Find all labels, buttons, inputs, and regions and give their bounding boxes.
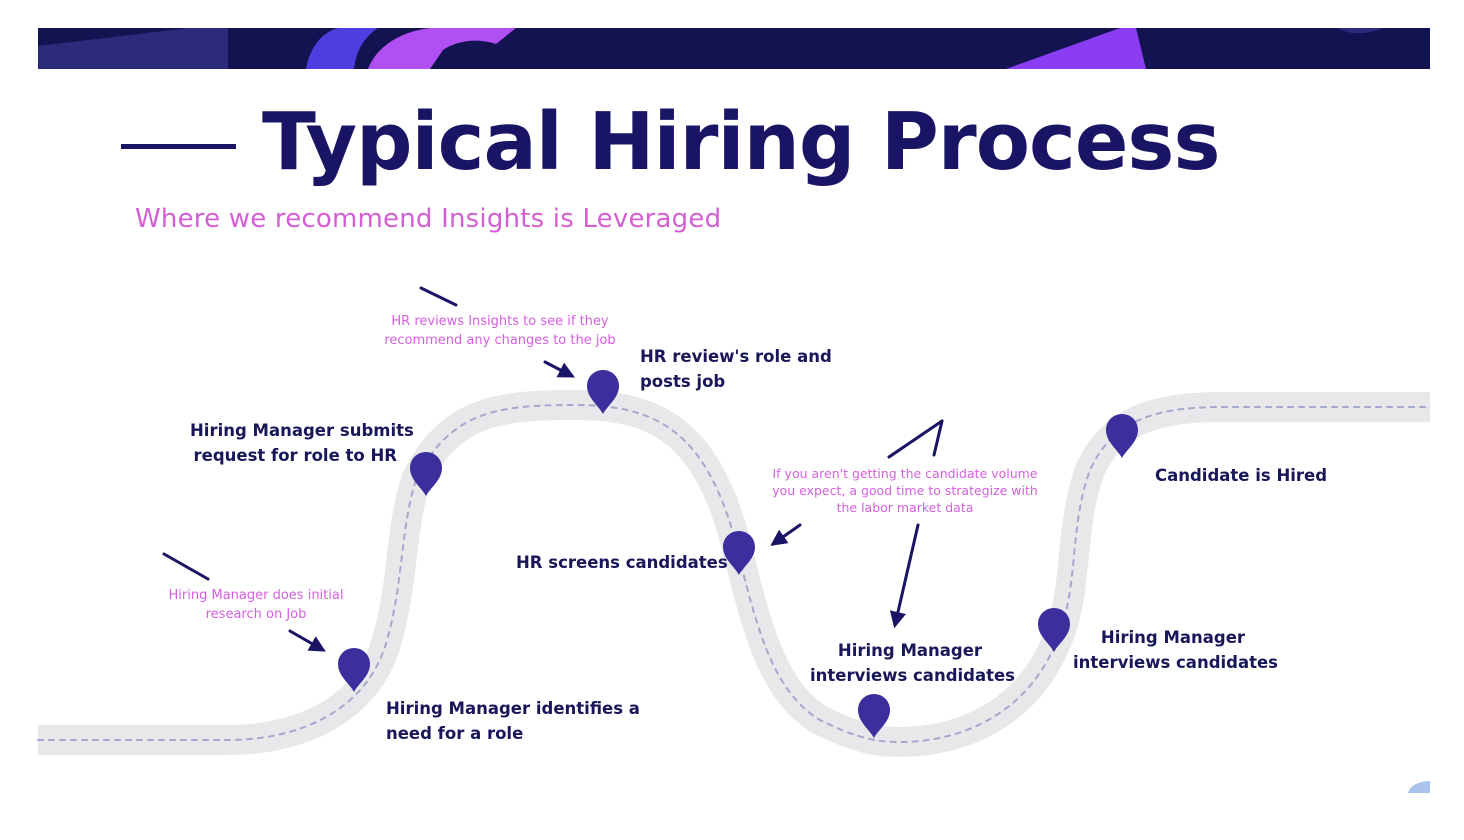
pointer-lines: [162, 286, 944, 652]
step-line: Candidate is Hired: [1155, 466, 1328, 485]
step-line: need for a role: [386, 724, 524, 743]
step-screens-candidates: HR screens candidates: [516, 550, 728, 575]
note-line: recommend any changes to the job: [384, 333, 616, 348]
note-line: Hiring Manager does initial: [168, 588, 344, 603]
arrow-icon: [770, 523, 802, 546]
step-line: Hiring Manager: [1100, 628, 1246, 647]
note-line: you expect, a good time to strategize wi…: [772, 483, 1038, 498]
step-identifies-need: Hiring Manager identifies a need for a r…: [386, 696, 640, 746]
banner-shape-right: [1006, 28, 1146, 69]
note-line: the labor market data: [836, 500, 974, 515]
road: [37, 390, 1431, 757]
step-line: request for role to HR: [193, 446, 397, 465]
banner-shape-purple: [368, 28, 516, 69]
arrow-icon: [543, 360, 575, 378]
arrow-icon: [889, 523, 920, 629]
step-reviews-role: HR review's role and posts job: [640, 344, 832, 394]
title-rule: [121, 144, 236, 149]
banner-shape-left: [38, 28, 228, 69]
step-line: Hiring Manager submits: [190, 421, 414, 440]
step-line: HR screens candidates: [516, 553, 728, 572]
note-line: research on Job: [205, 607, 307, 622]
road-centerline: [37, 403, 1431, 744]
step-line: Hiring Manager identifies a: [386, 699, 640, 718]
pointer-line: [162, 552, 210, 581]
note-initial-research: Hiring Manager does initial research on …: [150, 586, 362, 624]
arrow-icon: [288, 629, 326, 652]
banner-background: [38, 28, 1430, 69]
pointer-line: [887, 419, 944, 459]
page-subtitle: Where we recommend Insights is Leveraged: [135, 204, 722, 234]
step-interviews-second: Hiring Manager interviews candidates: [1073, 625, 1279, 675]
note-hr-insights: HR reviews Insights to see if they recom…: [384, 312, 616, 350]
note-line: HR reviews Insights to see if they: [391, 314, 609, 329]
note-line: If you aren't getting the candidate volu…: [772, 466, 1038, 481]
banner-shape-blue: [306, 28, 378, 69]
page-title: Typical Hiring Process: [262, 96, 1220, 188]
corner-logo-fragment: [1408, 781, 1430, 793]
step-line: HR review's role and: [640, 347, 832, 366]
header-banner: [38, 28, 1430, 69]
banner-shape-corner: [1338, 28, 1383, 34]
step-line: Hiring Manager: [837, 641, 983, 660]
step-candidate-hired: Candidate is Hired: [1155, 463, 1327, 488]
step-line: interviews candidates: [810, 666, 1016, 685]
step-interviews-first: Hiring Manager interviews candidates: [810, 638, 1016, 688]
step-line: posts job: [640, 372, 726, 391]
note-labor-market: If you aren't getting the candidate volu…: [766, 465, 1044, 516]
step-line: interviews candidates: [1073, 653, 1279, 672]
step-submits-request: Hiring Manager submits request for role …: [190, 418, 414, 468]
pointer-line: [932, 419, 944, 457]
pointer-line: [419, 286, 458, 307]
